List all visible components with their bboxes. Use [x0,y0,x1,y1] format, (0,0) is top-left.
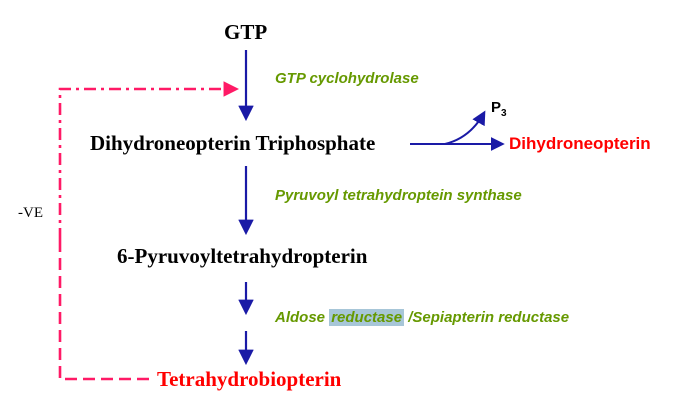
node-dihydroneopterin: Dihydroneopterin [509,134,651,153]
arrow-to-p3 [444,110,486,145]
enzyme-sepiapterin-text: /Sepiapterin reductase [404,309,570,326]
node-dihydroneopterin-triphosphate: Dihydroneopterin Triphosphate [90,131,376,155]
enzyme-reductases: Aldose reductase /Sepiapterin reductase [275,309,570,326]
feedback-label: -VE [18,205,43,221]
node-tetrahydrobiopterin: Tetrahydrobiopterin [157,367,342,391]
enzyme-aldose-text: Aldose [275,309,330,326]
p3-subscript: 3 [501,108,507,119]
enzyme-highlighted-word: reductase [329,309,405,326]
node-pyruvoyltetrahydropterin: 6-Pyruvoyltetrahydropterin [117,244,368,268]
feedback-upper-line [58,81,240,240]
enzyme-ptps: Pyruvoyl tetrahydroptein synthase [275,187,522,204]
node-gtp: GTP [224,20,268,44]
node-p3: P3 [491,100,507,119]
enzyme-gtp-cyclohydrolase: GTP cyclohydrolase [275,70,419,87]
p3-main: P [491,99,502,116]
feedback-lower-line [58,240,152,381]
